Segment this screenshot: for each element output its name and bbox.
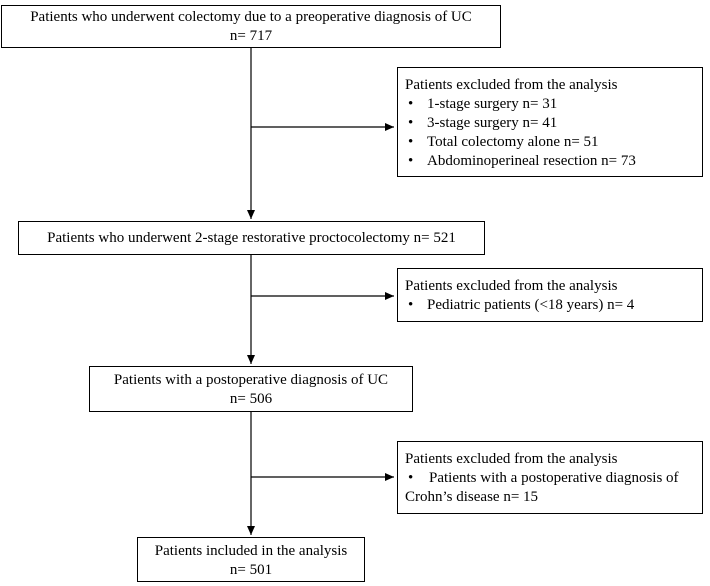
- box-included-in-analysis: Patients included in the analysis n= 501: [137, 537, 365, 582]
- bullet-icon: •: [408, 134, 414, 150]
- box-colectomy-preop-uc: Patients who underwent colectomy due to …: [1, 5, 501, 48]
- list-item: •1-stage surgery n= 31: [408, 96, 558, 112]
- list-item: •Abdominoperineal resection n= 73: [408, 153, 636, 169]
- list-item: •3-stage surgery n= 41: [408, 115, 558, 131]
- exclusion-list: •1-stage surgery n= 31 •3-stage surgery …: [405, 95, 702, 171]
- list-item: •Total colectomy alone n= 51: [408, 134, 599, 150]
- box-count: n= 501: [229, 562, 273, 578]
- exclusion-title: Patients excluded from the analysis: [405, 451, 618, 467]
- box-exclusion-2: Patients excluded from the analysis •Ped…: [397, 268, 703, 322]
- exclusion-list: •Pediatric patients (<18 years) n= 4: [405, 296, 702, 315]
- bullet-icon: •: [408, 115, 414, 131]
- box-text-line1: Patients who underwent 2-stage restorati…: [47, 230, 456, 246]
- exclusion-item-continuation: Crohn’s disease n= 15: [405, 489, 539, 505]
- exclusion-list: • Patients with a postoperative diagnosi…: [405, 469, 702, 488]
- exclusion-title: Patients excluded from the analysis: [405, 77, 618, 93]
- box-count: n= 717: [229, 28, 273, 44]
- box-text-line1: Patients with a postoperative diagnosis …: [113, 372, 389, 388]
- box-exclusion-1: Patients excluded from the analysis •1-s…: [397, 67, 703, 177]
- bullet-icon: •: [408, 153, 414, 169]
- box-two-stage-rpc: Patients who underwent 2-stage restorati…: [18, 221, 485, 255]
- box-text-line1: Patients included in the analysis: [154, 543, 348, 559]
- exclusion-title: Patients excluded from the analysis: [405, 278, 618, 294]
- bullet-icon: •: [408, 96, 414, 112]
- list-item: •Pediatric patients (<18 years) n= 4: [408, 297, 635, 313]
- list-item: • Patients with a postoperative diagnosi…: [408, 470, 679, 486]
- box-exclusion-3: Patients excluded from the analysis • Pa…: [397, 441, 703, 514]
- box-postop-uc: Patients with a postoperative diagnosis …: [89, 366, 413, 412]
- bullet-icon: •: [408, 470, 414, 486]
- box-text-line1: Patients who underwent colectomy due to …: [30, 9, 472, 25]
- bullet-icon: •: [408, 297, 414, 313]
- box-count: n= 506: [229, 391, 273, 407]
